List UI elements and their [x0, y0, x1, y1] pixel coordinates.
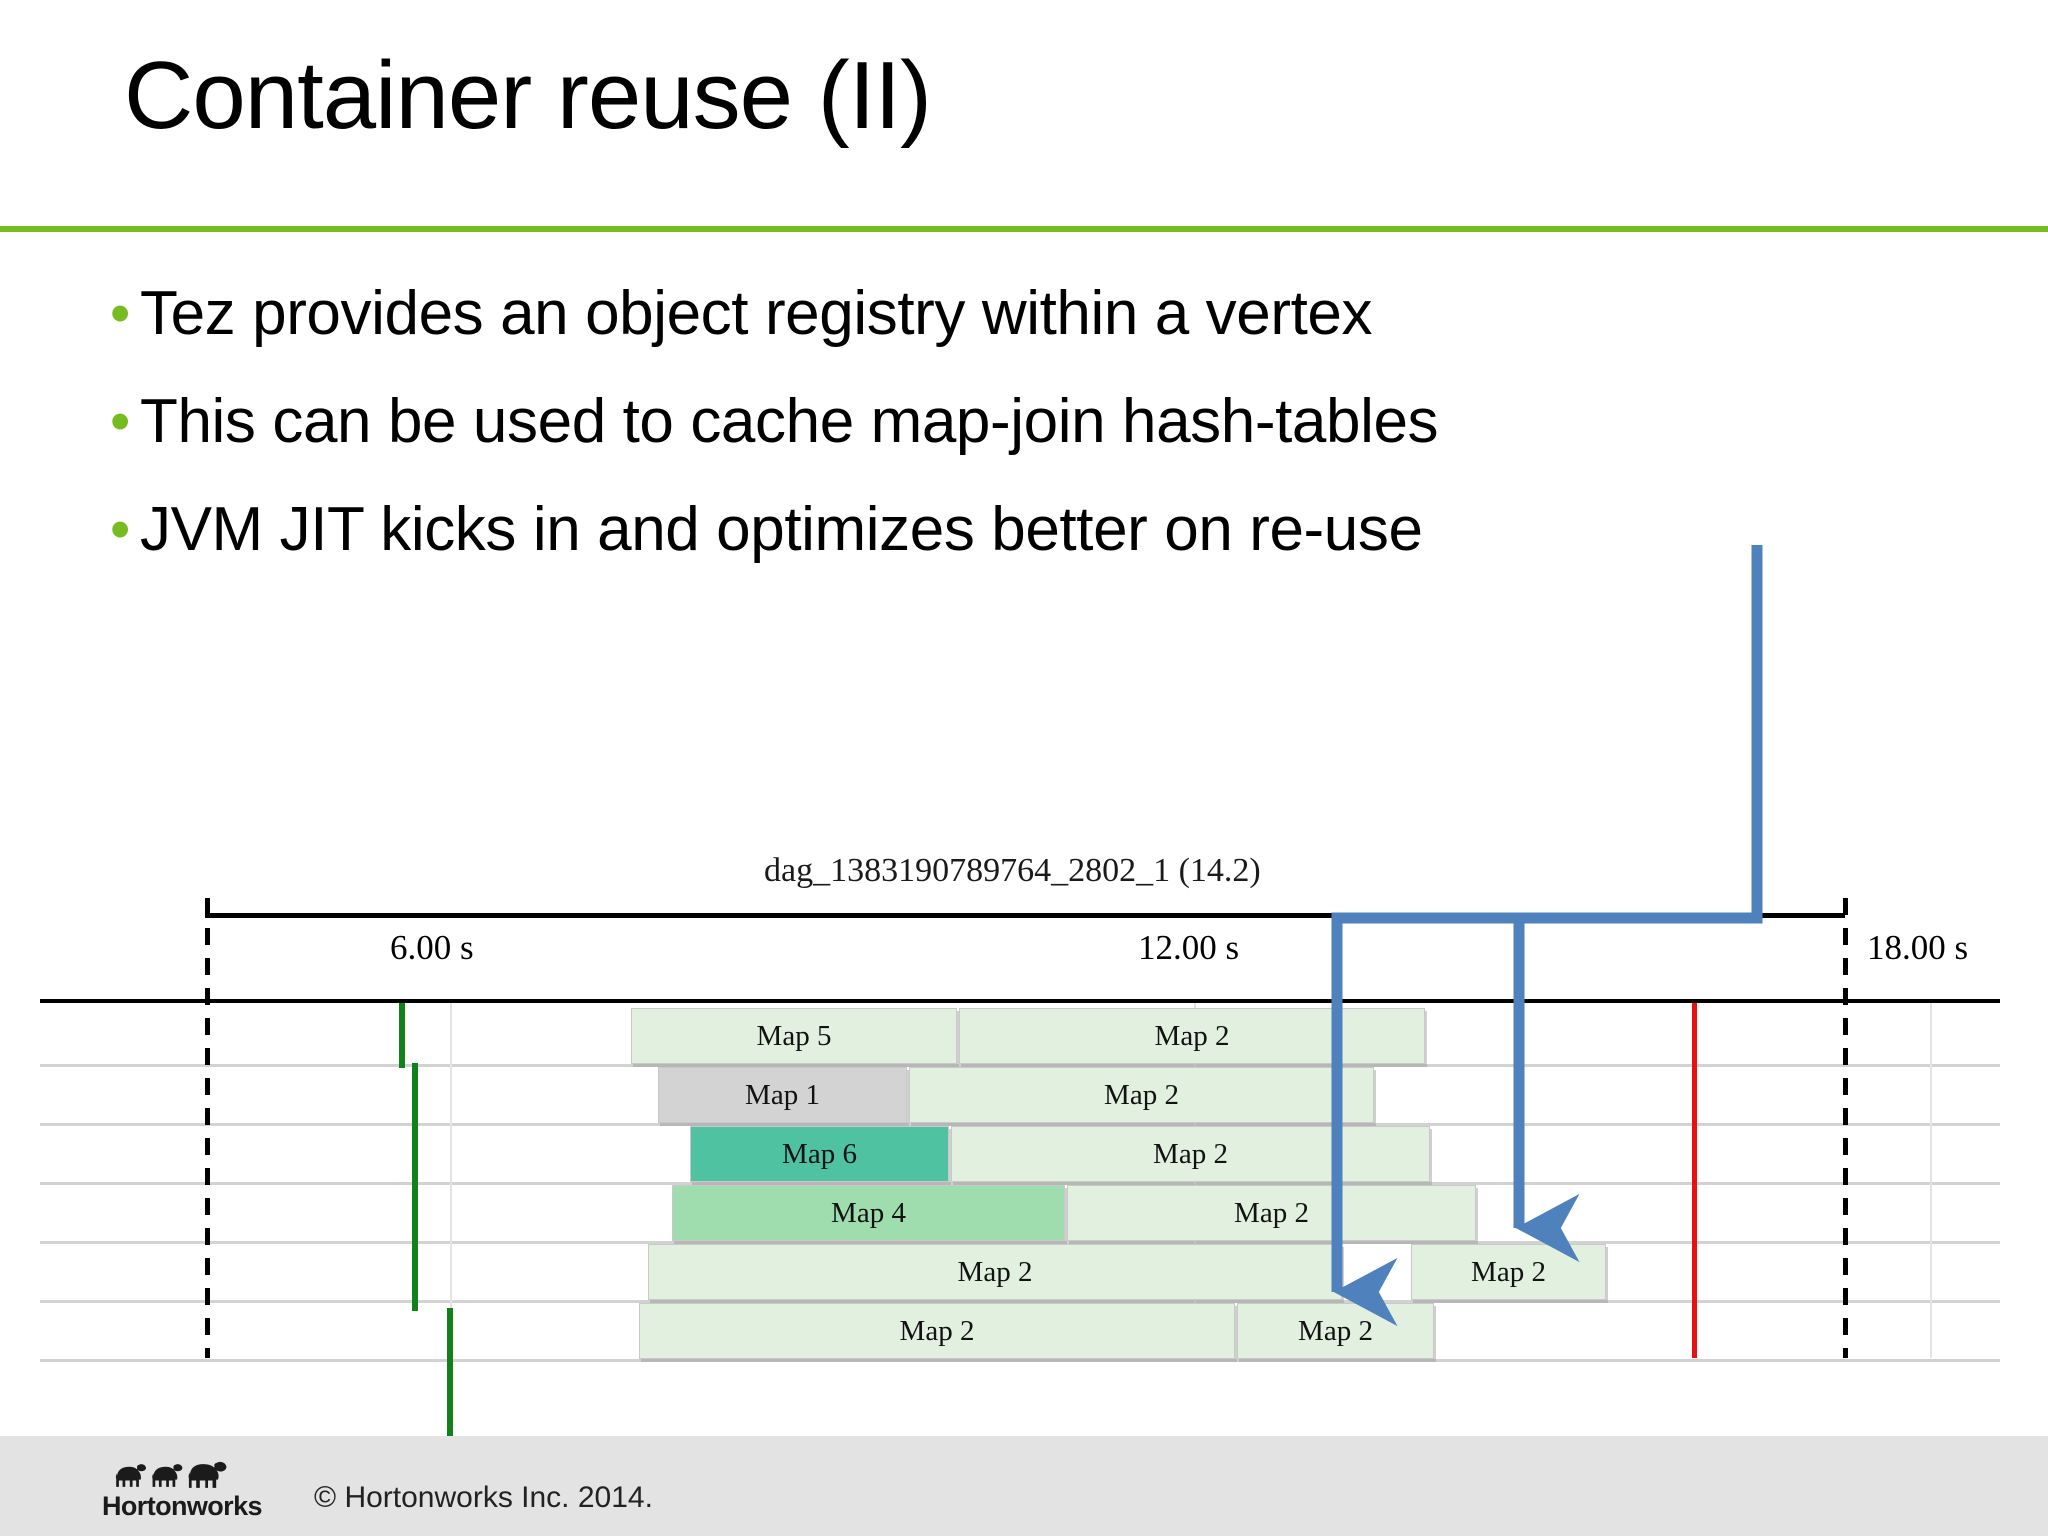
event-marker-green	[447, 1308, 453, 1448]
row-gridline	[40, 1182, 2000, 1185]
gantt-bar[interactable]: Map 2	[639, 1303, 1235, 1359]
bullet-list: • Tez provides an object registry within…	[110, 278, 1930, 602]
bullet-text: JVM JIT kicks in and optimizes better on…	[140, 495, 1423, 564]
list-item: • JVM JIT kicks in and optimizes better …	[110, 494, 1930, 602]
gantt-bar-label: Map 2	[899, 1314, 975, 1347]
x-tick-label: 18.00 s	[1867, 928, 1969, 967]
axis-baseline	[40, 999, 2000, 1003]
gantt-chart: dag_1383190789764_2802_1 (14.2) 6.00 s 1…	[0, 545, 2048, 1448]
row-gridline	[40, 1241, 2000, 1244]
row-gridline	[40, 1064, 2000, 1067]
gantt-bar-label: Map 4	[831, 1196, 906, 1229]
event-marker-green	[412, 1063, 418, 1311]
bullet-marker-icon: •	[110, 497, 131, 562]
gantt-bar[interactable]: Map 2	[1067, 1185, 1476, 1241]
gantt-bar-label: Map 2	[1104, 1078, 1179, 1111]
list-item: • Tez provides an object registry within…	[110, 278, 1930, 386]
dag-end-marker	[1843, 898, 1848, 1358]
bullet-marker-icon: •	[110, 281, 131, 346]
elephants-icon	[115, 1461, 227, 1488]
gantt-bar-label: Map 6	[782, 1137, 857, 1170]
x-tick-label: 12.00 s	[1138, 928, 1240, 967]
copyright-text: © Hortonworks Inc. 2014.	[314, 1481, 653, 1514]
gantt-bar-label: Map 1	[745, 1078, 820, 1111]
bullet-text: This can be used to cache map-join hash-…	[140, 387, 1439, 456]
gantt-bar-label: Map 2	[1153, 1137, 1228, 1170]
event-marker-red	[1692, 1003, 1697, 1358]
gantt-bar-label: Map 2	[1234, 1196, 1309, 1229]
gantt-bar[interactable]: Map 2	[959, 1008, 1425, 1064]
gantt-bar[interactable]: Map 2	[909, 1067, 1374, 1123]
slide-footer	[0, 1436, 2048, 1536]
row-gridline	[40, 1123, 2000, 1126]
hortonworks-logo: Hortonworks	[102, 1456, 274, 1522]
x-tick-label: 6.00 s	[390, 928, 474, 967]
gantt-bar[interactable]: Map 2	[951, 1126, 1430, 1182]
gantt-bar-label: Map 5	[756, 1019, 832, 1052]
title-divider-rule	[0, 226, 2048, 232]
gantt-bar[interactable]: Map 2	[648, 1244, 1342, 1300]
dag-start-marker	[205, 898, 210, 1358]
chart-title: dag_1383190789764_2802_1 (14.2)	[764, 852, 1261, 889]
gantt-bar-label: Map 2	[1154, 1019, 1230, 1052]
row-gridline	[40, 1359, 2000, 1362]
event-marker-green	[399, 1003, 405, 1068]
column-gridline	[1930, 1003, 1932, 1358]
bullet-text: Tez provides an object registry within a…	[140, 279, 1373, 348]
gantt-bar-label: Map 2	[957, 1255, 1033, 1288]
gantt-bar-label: Map 2	[1471, 1255, 1546, 1288]
gantt-bar[interactable]: Map 6	[690, 1126, 949, 1182]
page-title: Container reuse (II)	[124, 42, 932, 149]
gantt-bar[interactable]: Map 5	[631, 1008, 957, 1064]
logo-wordmark: Hortonworks	[102, 1491, 263, 1521]
gantt-bar[interactable]: Map 4	[672, 1185, 1065, 1241]
column-gridline	[450, 1003, 452, 1358]
gantt-bar[interactable]: Map 1	[658, 1067, 907, 1123]
gantt-bar-label: Map 2	[1298, 1314, 1373, 1347]
gantt-bar[interactable]: Map 2	[1237, 1303, 1434, 1359]
list-item: • This can be used to cache map-join has…	[110, 386, 1930, 494]
bullet-marker-icon: •	[110, 389, 131, 454]
axis-top-bracket	[205, 913, 1845, 918]
gantt-bar[interactable]: Map 2	[1411, 1244, 1606, 1300]
row-gridline	[40, 1300, 2000, 1303]
